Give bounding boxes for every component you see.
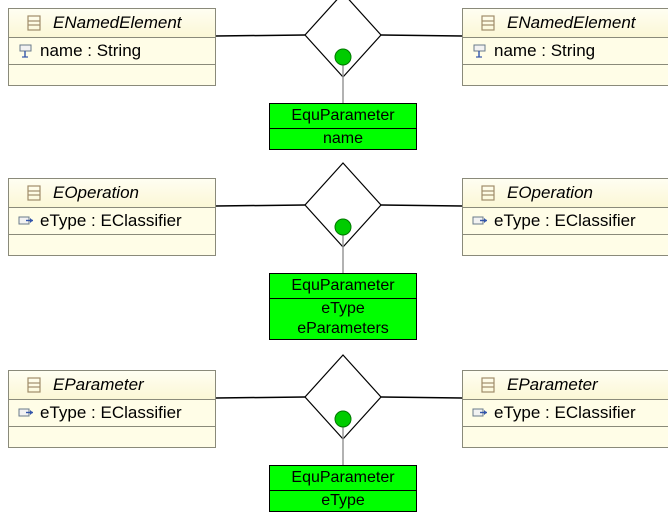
class-box-left[interactable]: EOperation eType : EClassifier <box>8 178 216 256</box>
attribute-label: name : String <box>40 41 142 60</box>
ereference-icon <box>472 408 487 417</box>
ereference-icon <box>18 216 33 225</box>
ereference-icon <box>18 408 33 417</box>
eclass-icon <box>481 377 495 393</box>
class-header: ENamedElement <box>463 9 668 38</box>
class-icon-wrap <box>23 184 45 202</box>
attribute-label: eType : EClassifier <box>494 211 636 230</box>
equ-parameter-title: EquParameter <box>270 274 416 299</box>
class-header: EOperation <box>9 179 215 208</box>
eclass-icon <box>481 185 495 201</box>
attribute-label: eType : EClassifier <box>494 403 636 422</box>
association-anchor-dot <box>334 48 352 66</box>
operations-compartment <box>463 65 668 87</box>
association-anchor-dot <box>334 218 352 236</box>
association-anchor-dot <box>334 410 352 428</box>
eattribute-icon <box>473 44 486 58</box>
attribute-icon-wrap <box>469 42 491 60</box>
attribute-row: eType : EClassifier <box>463 208 668 235</box>
attribute-icon-wrap <box>469 212 491 230</box>
class-box-right[interactable]: EParameter eType : EClassifier <box>462 370 668 448</box>
eclass-icon <box>27 185 41 201</box>
eclass-icon <box>27 377 41 393</box>
eattribute-icon <box>19 44 32 58</box>
attribute-icon-wrap <box>15 212 37 230</box>
class-name: EParameter <box>507 375 598 394</box>
attribute-row: name : String <box>9 38 215 65</box>
class-name: EParameter <box>53 375 144 394</box>
class-icon-wrap <box>477 14 499 32</box>
link-line-left <box>215 34 306 37</box>
attribute-label: name : String <box>494 41 596 60</box>
eclass-icon <box>481 15 495 31</box>
link-line-left <box>215 204 306 207</box>
attribute-row: eType : EClassifier <box>9 208 215 235</box>
equ-parameter-title: EquParameter <box>270 104 416 129</box>
class-name: ENamedElement <box>507 13 636 32</box>
class-header: EOperation <box>463 179 668 208</box>
link-line-right <box>380 34 463 37</box>
link-line-right <box>380 396 463 399</box>
link-line-left <box>215 396 306 399</box>
attribute-icon-wrap <box>15 42 37 60</box>
attribute-row: eType : EClassifier <box>9 400 215 427</box>
class-box-right[interactable]: EOperation eType : EClassifier <box>462 178 668 256</box>
class-header: EParameter <box>9 371 215 400</box>
class-icon-wrap <box>477 184 499 202</box>
operations-compartment <box>9 65 215 87</box>
operations-compartment <box>9 235 215 257</box>
class-box-right[interactable]: ENamedElement name : String <box>462 8 668 86</box>
equ-parameter-title: EquParameter <box>270 466 416 491</box>
class-box-left[interactable]: EParameter eType : EClassifier <box>8 370 216 448</box>
attribute-row: name : String <box>463 38 668 65</box>
operations-compartment <box>463 427 668 449</box>
equ-parameter-feature: eType <box>321 492 365 509</box>
class-header: EParameter <box>463 371 668 400</box>
eclass-icon <box>27 15 41 31</box>
equ-parameter-feature: eParameters <box>297 320 389 337</box>
class-name: EOperation <box>507 183 593 202</box>
class-box-left[interactable]: ENamedElement name : String <box>8 8 216 86</box>
attribute-label: eType : EClassifier <box>40 211 182 230</box>
ereference-icon <box>472 216 487 225</box>
attribute-icon-wrap <box>469 404 491 422</box>
equ-parameter-feature: eType <box>321 300 365 317</box>
attribute-row: eType : EClassifier <box>463 400 668 427</box>
class-header: ENamedElement <box>9 9 215 38</box>
operations-compartment <box>9 427 215 449</box>
class-icon-wrap <box>23 376 45 394</box>
equ-parameter-feature: name <box>322 130 364 147</box>
class-icon-wrap <box>477 376 499 394</box>
attribute-label: eType : EClassifier <box>40 403 182 422</box>
class-icon-wrap <box>23 14 45 32</box>
operations-compartment <box>463 235 668 257</box>
class-name: ENamedElement <box>53 13 182 32</box>
attribute-icon-wrap <box>15 404 37 422</box>
class-name: EOperation <box>53 183 139 202</box>
link-line-right <box>380 204 463 207</box>
